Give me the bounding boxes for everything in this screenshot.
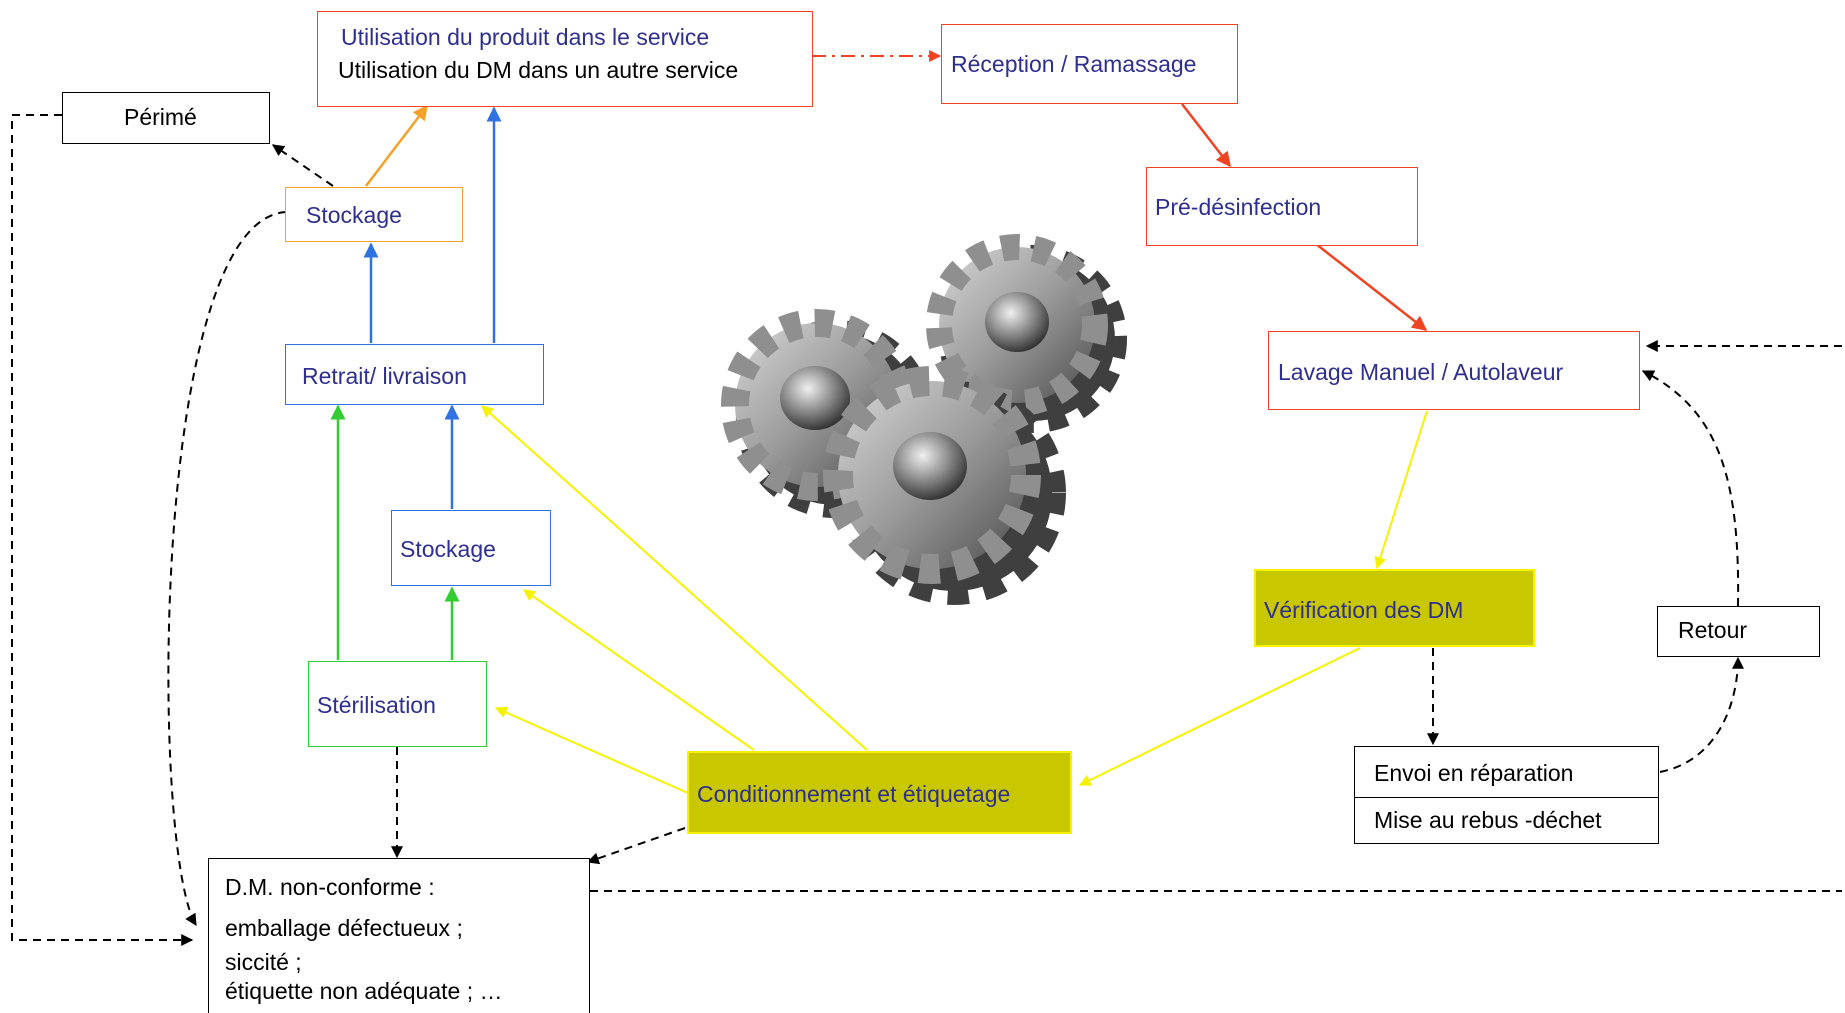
arrow-stockage-to-utilisation xyxy=(365,104,428,187)
arrow-stockage-to-nonconforme xyxy=(167,211,287,927)
arrow-stockage-to-perime xyxy=(272,144,334,187)
conditionnement-label: Conditionnement et étiquetage xyxy=(697,781,1011,807)
pre-desinfection-label: Pré-désinfection xyxy=(1155,194,1322,220)
lavage-label: Lavage Manuel / Autolaveur xyxy=(1278,359,1564,385)
sterilisation-label: Stérilisation xyxy=(317,692,436,718)
gear-shape-small xyxy=(926,234,1127,433)
gears-icon xyxy=(721,234,1127,605)
link-nonconforme-to-lavage xyxy=(590,346,1842,892)
non-conforme-line2: siccité ; xyxy=(225,949,302,975)
gear-shape-large xyxy=(823,366,1066,605)
reparation-rebus-label: Mise au rebus -déchet xyxy=(1374,807,1602,833)
arrow-conditionnement-to-nonconforme xyxy=(586,827,686,865)
retrait-label: Retrait/ livraison xyxy=(302,363,467,389)
arrow-conditionnement-to-retrait xyxy=(481,405,868,751)
link-perime-to-nonconforme xyxy=(11,114,194,946)
node-conditionnement: Conditionnement et étiquetage xyxy=(687,751,1072,834)
node-utilisation: Utilisation du produit dans le service U… xyxy=(317,11,813,107)
node-stockage-top: Stockage xyxy=(285,187,463,242)
stockage-top-label: Stockage xyxy=(306,202,402,228)
utilisation-line1: Utilisation du produit dans le service xyxy=(341,24,710,50)
arrow-conditionnement-to-stockage xyxy=(523,589,755,751)
reception-label: Réception / Ramassage xyxy=(951,51,1197,77)
node-retrait: Retrait/ livraison xyxy=(285,344,544,405)
non-conforme-line1: emballage défectueux ; xyxy=(225,915,463,941)
arrow-conditionnement-to-sterilisation xyxy=(494,706,689,794)
arrow-verification-to-conditionnement xyxy=(1078,647,1361,786)
node-lavage: Lavage Manuel / Autolaveur xyxy=(1268,331,1640,410)
stockage-bottom-label: Stockage xyxy=(400,536,496,562)
utilisation-line2: Utilisation du DM dans un autre service xyxy=(338,57,739,83)
node-non-conforme: D.M. non-conforme : emballage défectueux… xyxy=(208,858,590,1013)
retour-label: Retour xyxy=(1678,617,1748,643)
arrow-reparation-to-retour xyxy=(1659,656,1744,773)
node-verification: Vérification des DM xyxy=(1254,569,1535,647)
arrow-lavage-to-verification xyxy=(1374,410,1428,570)
non-conforme-line3: étiquette non adéquate ; … xyxy=(225,978,503,1004)
reparation-divider xyxy=(1355,797,1658,798)
arrow-reception-to-predesinfection xyxy=(1181,103,1231,168)
perime-label: Périmé xyxy=(124,104,197,130)
node-sterilisation: Stérilisation xyxy=(308,661,487,747)
reparation-envoi-label: Envoi en réparation xyxy=(1374,760,1574,786)
arrow-predesinfection-to-lavage xyxy=(1315,243,1428,331)
node-retour: Retour xyxy=(1657,606,1820,657)
verification-label: Vérification des DM xyxy=(1264,597,1464,623)
node-reparation: Envoi en réparation Mise au rebus -déche… xyxy=(1354,746,1659,844)
node-pre-desinfection: Pré-désinfection xyxy=(1146,167,1418,246)
node-reception: Réception / Ramassage xyxy=(941,24,1238,104)
arrow-retour-to-lavage xyxy=(1641,370,1740,607)
non-conforme-title: D.M. non-conforme : xyxy=(225,874,435,900)
node-perime: Périmé xyxy=(62,92,270,144)
node-stockage-bottom: Stockage xyxy=(391,510,551,586)
